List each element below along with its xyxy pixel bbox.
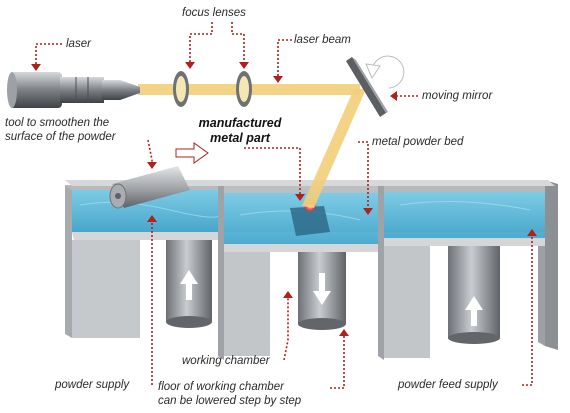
tool-direction-arrow-icon xyxy=(175,142,209,164)
label-floor-line1: floor of working chamber xyxy=(158,381,284,393)
label-moving-mirror: moving mirror xyxy=(422,90,493,102)
piston-feed-supply xyxy=(448,246,500,344)
label-floor-line2: can be lowered step by step xyxy=(158,395,302,407)
machine-front xyxy=(65,186,545,360)
leader-metal-part xyxy=(244,147,301,196)
label-part-line1: manufactured xyxy=(198,116,282,130)
label-focus-lenses: focus lenses xyxy=(182,7,246,19)
piston-up-arrow-left-icon xyxy=(180,270,198,300)
leader-feed-supply xyxy=(522,234,533,386)
piston-up-arrow-right-icon xyxy=(465,296,483,326)
label-laser: laser xyxy=(66,38,91,50)
piston-down-arrow-center-icon xyxy=(313,273,331,305)
leader-working-chamber xyxy=(283,296,289,361)
leader-laser xyxy=(35,43,62,66)
leader-floor xyxy=(330,334,345,389)
leader-laser-beam xyxy=(277,39,292,78)
leader-lens-2 xyxy=(231,22,245,64)
lens-1 xyxy=(173,71,189,107)
roller-tool xyxy=(109,166,190,209)
leader-tool xyxy=(147,139,153,164)
label-powder-supply: powder supply xyxy=(55,379,130,391)
laser-device xyxy=(7,72,140,108)
label-laser-beam: laser beam xyxy=(294,34,351,46)
label-tool-line1: tool to smoothen the xyxy=(5,117,110,129)
label-tool: tool to smoothen the surface of the powd… xyxy=(5,116,116,144)
leader-lens-1 xyxy=(189,22,213,64)
lens-2 xyxy=(236,71,252,107)
moving-mirror xyxy=(346,57,388,117)
label-working-chamber: working chamber xyxy=(182,355,270,367)
leader-powder-bed xyxy=(358,141,369,210)
label-powder-feed-supply: powder feed supply xyxy=(398,379,498,391)
label-metal-part: manufactured metal part xyxy=(192,116,288,146)
leader-arrowheads xyxy=(31,62,537,336)
leader-lines xyxy=(35,22,533,389)
label-metal-powder-bed: metal powder bed xyxy=(372,136,464,148)
mirror-rotation-arrow-icon xyxy=(365,53,407,91)
label-floor: floor of working chamber can be lowered … xyxy=(158,380,301,408)
label-part-line2: metal part xyxy=(210,131,270,145)
label-tool-line2: surface of the powder xyxy=(5,131,116,143)
